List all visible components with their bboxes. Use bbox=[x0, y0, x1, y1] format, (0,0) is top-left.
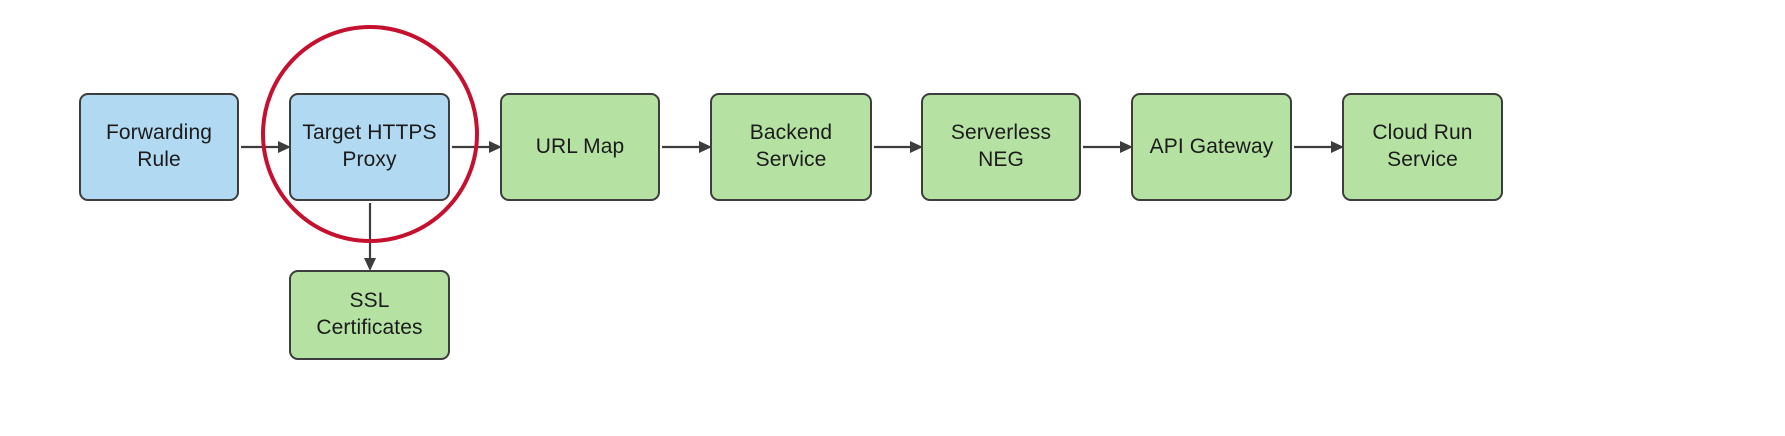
edge-url-map-to-backend-service bbox=[662, 141, 712, 153]
node-cloud-run-service[interactable]: Cloud Run Service bbox=[1342, 93, 1503, 201]
node-api-gateway[interactable]: API Gateway bbox=[1131, 93, 1292, 201]
node-serverless-neg[interactable]: Serverless NEG bbox=[921, 93, 1081, 201]
node-forwarding-rule[interactable]: Forwarding Rule bbox=[79, 93, 239, 201]
edge-api-gateway-to-cloud-run-service bbox=[1294, 141, 1344, 153]
node-backend-service[interactable]: Backend Service bbox=[710, 93, 872, 201]
edge-forwarding-rule-to-target-https-proxy bbox=[241, 141, 291, 153]
edge-target-https-proxy-to-ssl-certificates bbox=[364, 203, 376, 271]
edge-serverless-neg-to-api-gateway bbox=[1083, 141, 1133, 153]
node-ssl-certificates[interactable]: SSL Certificates bbox=[289, 270, 450, 360]
edge-backend-service-to-serverless-neg bbox=[874, 141, 923, 153]
node-url-map[interactable]: URL Map bbox=[500, 93, 660, 201]
edge-target-https-proxy-to-url-map bbox=[452, 141, 502, 153]
node-target-https-proxy[interactable]: Target HTTPS Proxy bbox=[289, 93, 450, 201]
